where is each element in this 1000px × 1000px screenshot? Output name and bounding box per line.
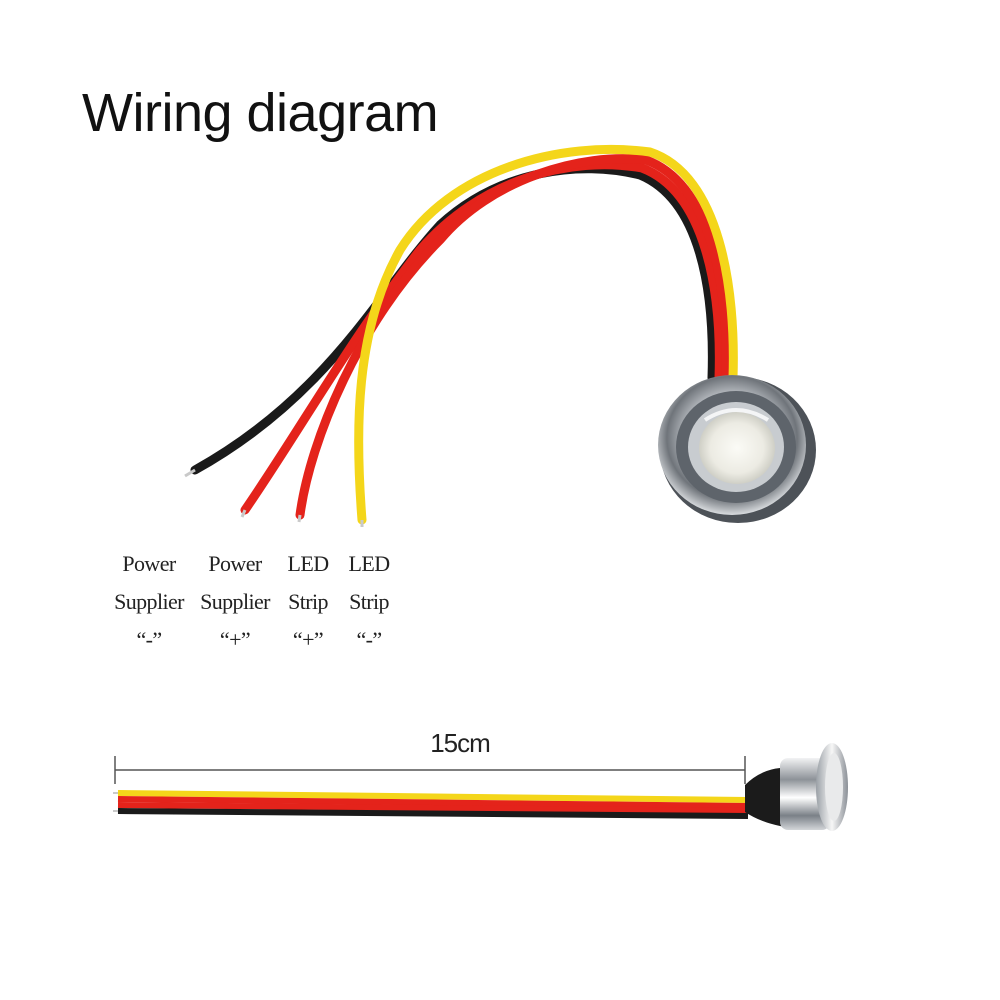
- wire-label-led-plus: LED Strip “+”: [287, 551, 330, 652]
- dimension-line: [114, 756, 746, 784]
- top-wire-harness: [184, 145, 738, 527]
- touch-switch-side: [745, 743, 848, 831]
- red-wire-led-tip: [297, 514, 302, 523]
- diagram-title: Wiring diagram: [82, 83, 439, 143]
- bottom-cable: [113, 790, 749, 819]
- dimension-label: 15cm: [430, 728, 491, 758]
- wire-label-power-plus: Power Supplier “+”: [200, 551, 270, 652]
- black-wire-tip: [184, 468, 196, 478]
- red-wire-led: [295, 154, 731, 520]
- yellow-wire: [354, 145, 738, 525]
- touch-switch-front: [658, 375, 816, 523]
- wire-label-led-minus: LED Strip “-”: [348, 551, 391, 652]
- wire-label-power-minus: Power Supplier “-”: [114, 551, 184, 652]
- red-wire-power-tip: [240, 509, 247, 518]
